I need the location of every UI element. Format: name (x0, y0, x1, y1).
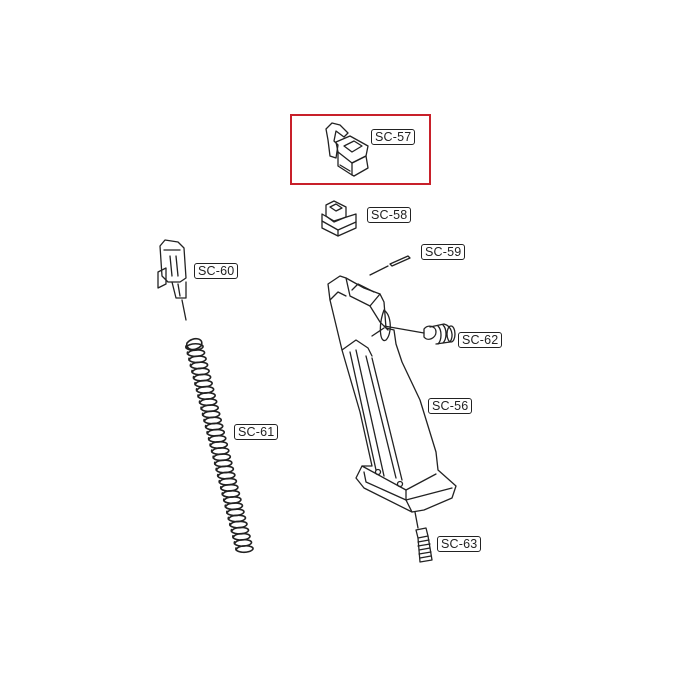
part-sc-61-drawing (185, 337, 203, 351)
callout-sc-63[interactable]: SC-63 (437, 536, 482, 552)
callout-sc-60[interactable]: SC-60 (194, 263, 239, 279)
highlight-box-sc-57 (290, 114, 431, 185)
callout-sc-57[interactable]: SC-57 (371, 129, 416, 145)
part-sc-60-drawing (157, 239, 187, 321)
callout-sc-58[interactable]: SC-58 (367, 207, 412, 223)
spring-coils (185, 342, 254, 554)
part-sc-57-drawing (325, 122, 369, 177)
callout-sc-56[interactable]: SC-56 (428, 398, 473, 414)
part-sc-62-drawing (383, 323, 456, 345)
part-sc-63-drawing (415, 527, 433, 563)
part-sc-59-drawing (369, 255, 411, 276)
callout-sc-61[interactable]: SC-61 (234, 424, 279, 440)
callout-sc-59[interactable]: SC-59 (421, 244, 466, 260)
callout-sc-62[interactable]: SC-62 (458, 332, 503, 348)
part-sc-56-drawing (327, 275, 457, 529)
part-sc-58-drawing (321, 200, 357, 237)
